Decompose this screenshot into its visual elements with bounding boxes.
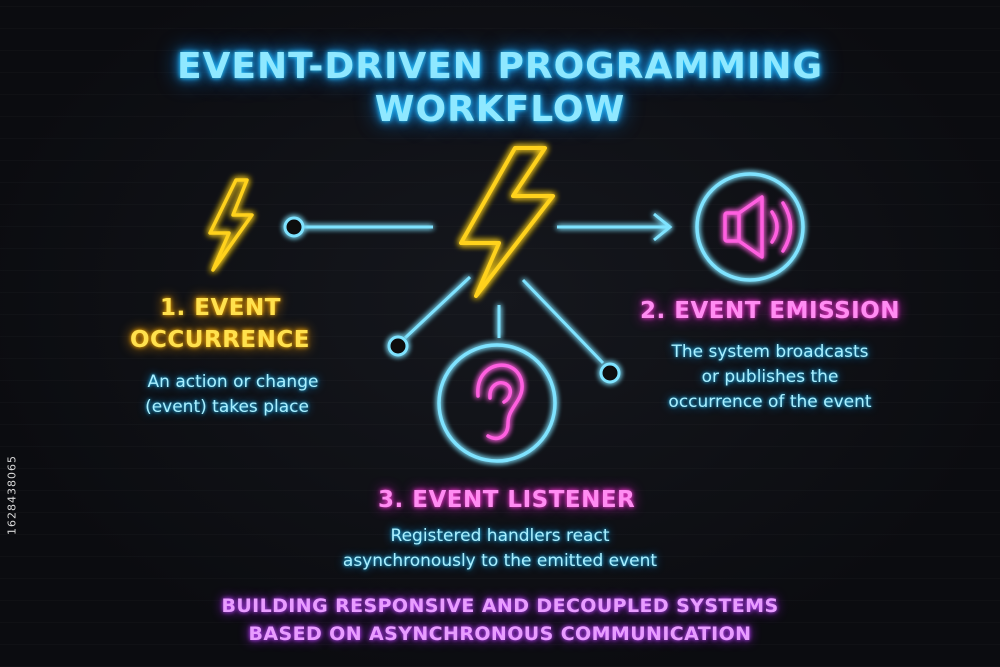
side-id-text: 1628438065 xyxy=(5,455,19,535)
step1-heading-line2: OCCURRENCE xyxy=(130,327,310,353)
step3-description: Registered handlers react xyxy=(390,526,610,546)
connector-node-lower-left xyxy=(387,335,409,357)
connector-node-left xyxy=(283,216,305,238)
step2-description-line2: or publishes the xyxy=(701,367,839,387)
footer-tagline-line2: BASED ON ASYNCHRONOUS COMMUNICATION xyxy=(248,623,752,645)
ear-icon xyxy=(437,343,557,463)
footer-tagline: BUILDING RESPONSIVE AND DECOUPLED SYSTEM… xyxy=(221,595,779,617)
step2-heading: 2. EVENT EMISSION xyxy=(640,298,901,324)
step2-description: The system broadcasts xyxy=(671,342,869,362)
side-id-label: 1628438065 xyxy=(4,415,20,575)
lightning-bolt-icon xyxy=(208,178,254,272)
step3-heading: 3. EVENT LISTENER xyxy=(378,487,636,513)
hub-lightning-bolt-icon xyxy=(459,146,555,298)
step2-description-line3: occurrence of the event xyxy=(668,392,872,412)
arrow-head xyxy=(653,212,673,242)
connector-hub-to-right-node xyxy=(521,278,605,365)
page-title: EVENT-DRIVEN PROGRAMMING xyxy=(176,46,824,87)
step3-description-line2: asynchronously to the emitted event xyxy=(342,551,658,571)
connector-lines xyxy=(303,212,673,365)
page-title-line2: WORKFLOW xyxy=(374,89,626,130)
step1-heading: 1. EVENT xyxy=(160,295,281,321)
speaker-icon xyxy=(695,172,805,282)
connector-node-lower-right xyxy=(599,362,621,384)
step1-description: An action or change xyxy=(147,372,319,392)
step1-description-line2: (event) takes place xyxy=(145,397,309,417)
connector-hub-to-left-node xyxy=(403,275,472,340)
